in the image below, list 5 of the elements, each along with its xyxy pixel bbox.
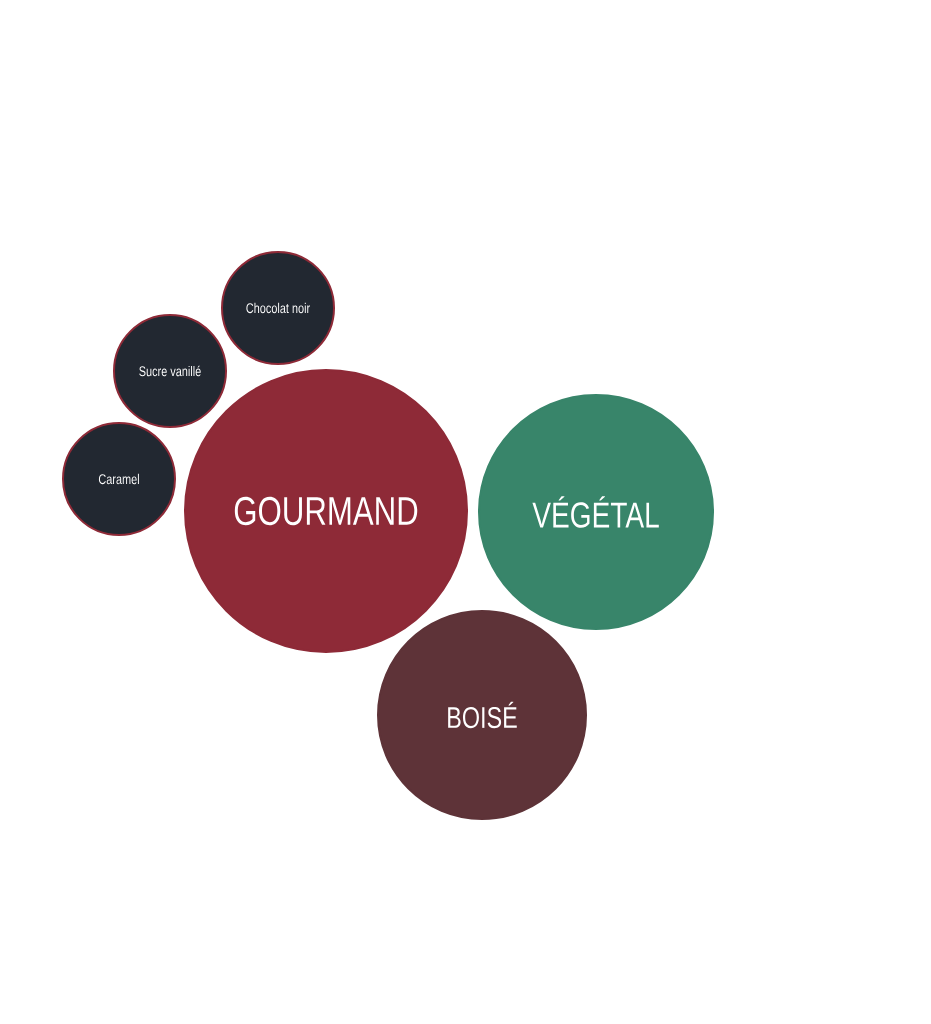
bubble: BOISÉ	[377, 610, 587, 820]
bubble: Caramel	[62, 422, 176, 536]
bubble: VÉGÉTAL	[478, 394, 714, 630]
bubble: Sucre vanillé	[113, 314, 227, 428]
bubble: Chocolat noir	[221, 251, 335, 365]
